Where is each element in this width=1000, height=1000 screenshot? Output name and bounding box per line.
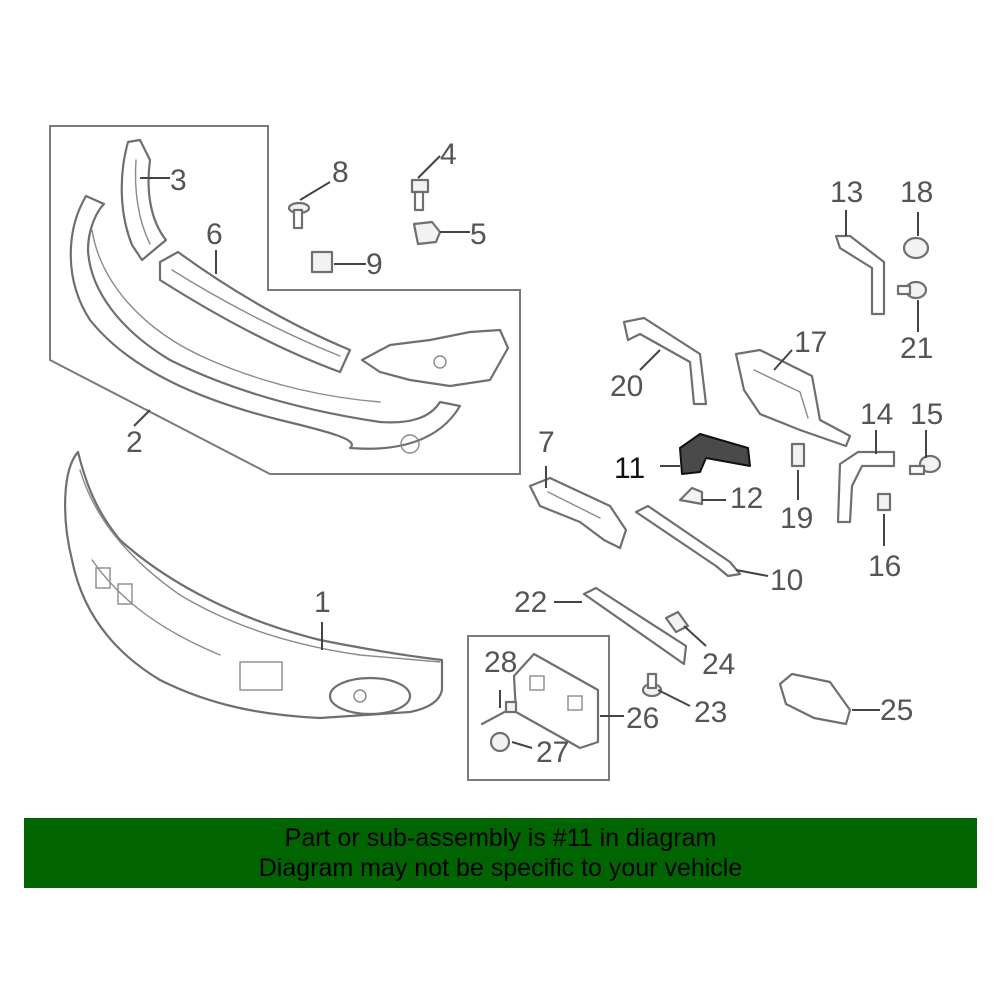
callout-17: 17 xyxy=(794,326,827,359)
callout-7: 7 xyxy=(538,426,555,459)
callout-28: 28 xyxy=(484,646,517,679)
leader-lines xyxy=(133,155,927,749)
banner-line-disclaimer: Diagram may not be specific to your vehi… xyxy=(258,854,743,882)
part-14-bracket[interactable] xyxy=(836,450,896,524)
callout-5: 5 xyxy=(470,218,487,251)
part-16-clip[interactable] xyxy=(876,492,892,512)
callout-12: 12 xyxy=(730,482,763,515)
part-2-valance[interactable] xyxy=(69,194,462,454)
callout-6: 6 xyxy=(206,218,223,251)
callout-25: 25 xyxy=(880,694,913,727)
callout-1: 1 xyxy=(314,586,331,619)
part-11-bracket[interactable] xyxy=(679,433,751,475)
part-26-plate-bracket[interactable] xyxy=(512,652,600,750)
part-28-screw[interactable] xyxy=(480,700,518,726)
part-24-clip[interactable] xyxy=(664,610,690,634)
part-20-bracket[interactable] xyxy=(622,316,708,406)
callout-21: 21 xyxy=(900,332,933,365)
callout-22: 22 xyxy=(514,586,547,619)
part-15-bolt[interactable] xyxy=(908,454,942,476)
callout-23: 23 xyxy=(694,696,727,729)
part-6-grille-strip[interactable] xyxy=(158,250,352,374)
part-19-clip[interactable] xyxy=(790,442,806,468)
part-1-bumper[interactable] xyxy=(64,450,444,720)
part-17-bracket[interactable] xyxy=(734,348,852,448)
part-9-clip[interactable] xyxy=(310,250,334,274)
callout-24: 24 xyxy=(702,648,735,681)
callout-14: 14 xyxy=(860,398,893,431)
part-3-bracket[interactable] xyxy=(120,138,168,262)
part-7-bracket[interactable] xyxy=(528,476,628,550)
part-23-bolt[interactable] xyxy=(641,672,663,698)
subassembly-box-26 xyxy=(467,635,610,781)
banner-line-part-number: Part or sub-assembly is #11 in diagram xyxy=(284,824,717,852)
part-inner-bracket[interactable] xyxy=(360,328,510,388)
part-10-rod[interactable] xyxy=(634,504,742,578)
callout-2: 2 xyxy=(126,426,143,459)
callout-4: 4 xyxy=(440,138,457,171)
callout-19: 19 xyxy=(780,502,813,535)
callout-10: 10 xyxy=(770,564,803,597)
callout-9: 9 xyxy=(366,248,383,281)
part-25-bezel[interactable] xyxy=(778,672,852,726)
part-13-bracket[interactable] xyxy=(834,234,886,316)
vehicle-fit-banner: Part or sub-assembly is #11 in diagram D… xyxy=(24,818,977,888)
part-21-bolt[interactable] xyxy=(896,280,928,300)
callout-13: 13 xyxy=(830,176,863,209)
part-8-bolt[interactable] xyxy=(287,201,311,230)
part-4-bolt[interactable] xyxy=(410,178,430,212)
callout-27: 27 xyxy=(536,736,569,769)
callout-26: 26 xyxy=(626,702,659,735)
callout-8: 8 xyxy=(332,156,349,189)
subassembly-box-2 xyxy=(49,125,521,475)
part-22-strip[interactable] xyxy=(582,586,688,666)
callout-20: 20 xyxy=(610,370,643,403)
callout-18: 18 xyxy=(900,176,933,209)
part-18-bumper-stop[interactable] xyxy=(902,236,930,260)
callouts: 1 2 3 4 5 6 7 8 9 10 11 12 13 14 15 16 1… xyxy=(126,138,943,769)
callout-11: 11 xyxy=(614,452,645,485)
part-27-nut[interactable] xyxy=(489,731,511,753)
callout-15: 15 xyxy=(910,398,943,431)
callout-16: 16 xyxy=(868,550,901,583)
part-12-clip[interactable] xyxy=(678,486,704,506)
callout-3: 3 xyxy=(170,164,187,197)
part-5-nut[interactable] xyxy=(412,220,442,246)
